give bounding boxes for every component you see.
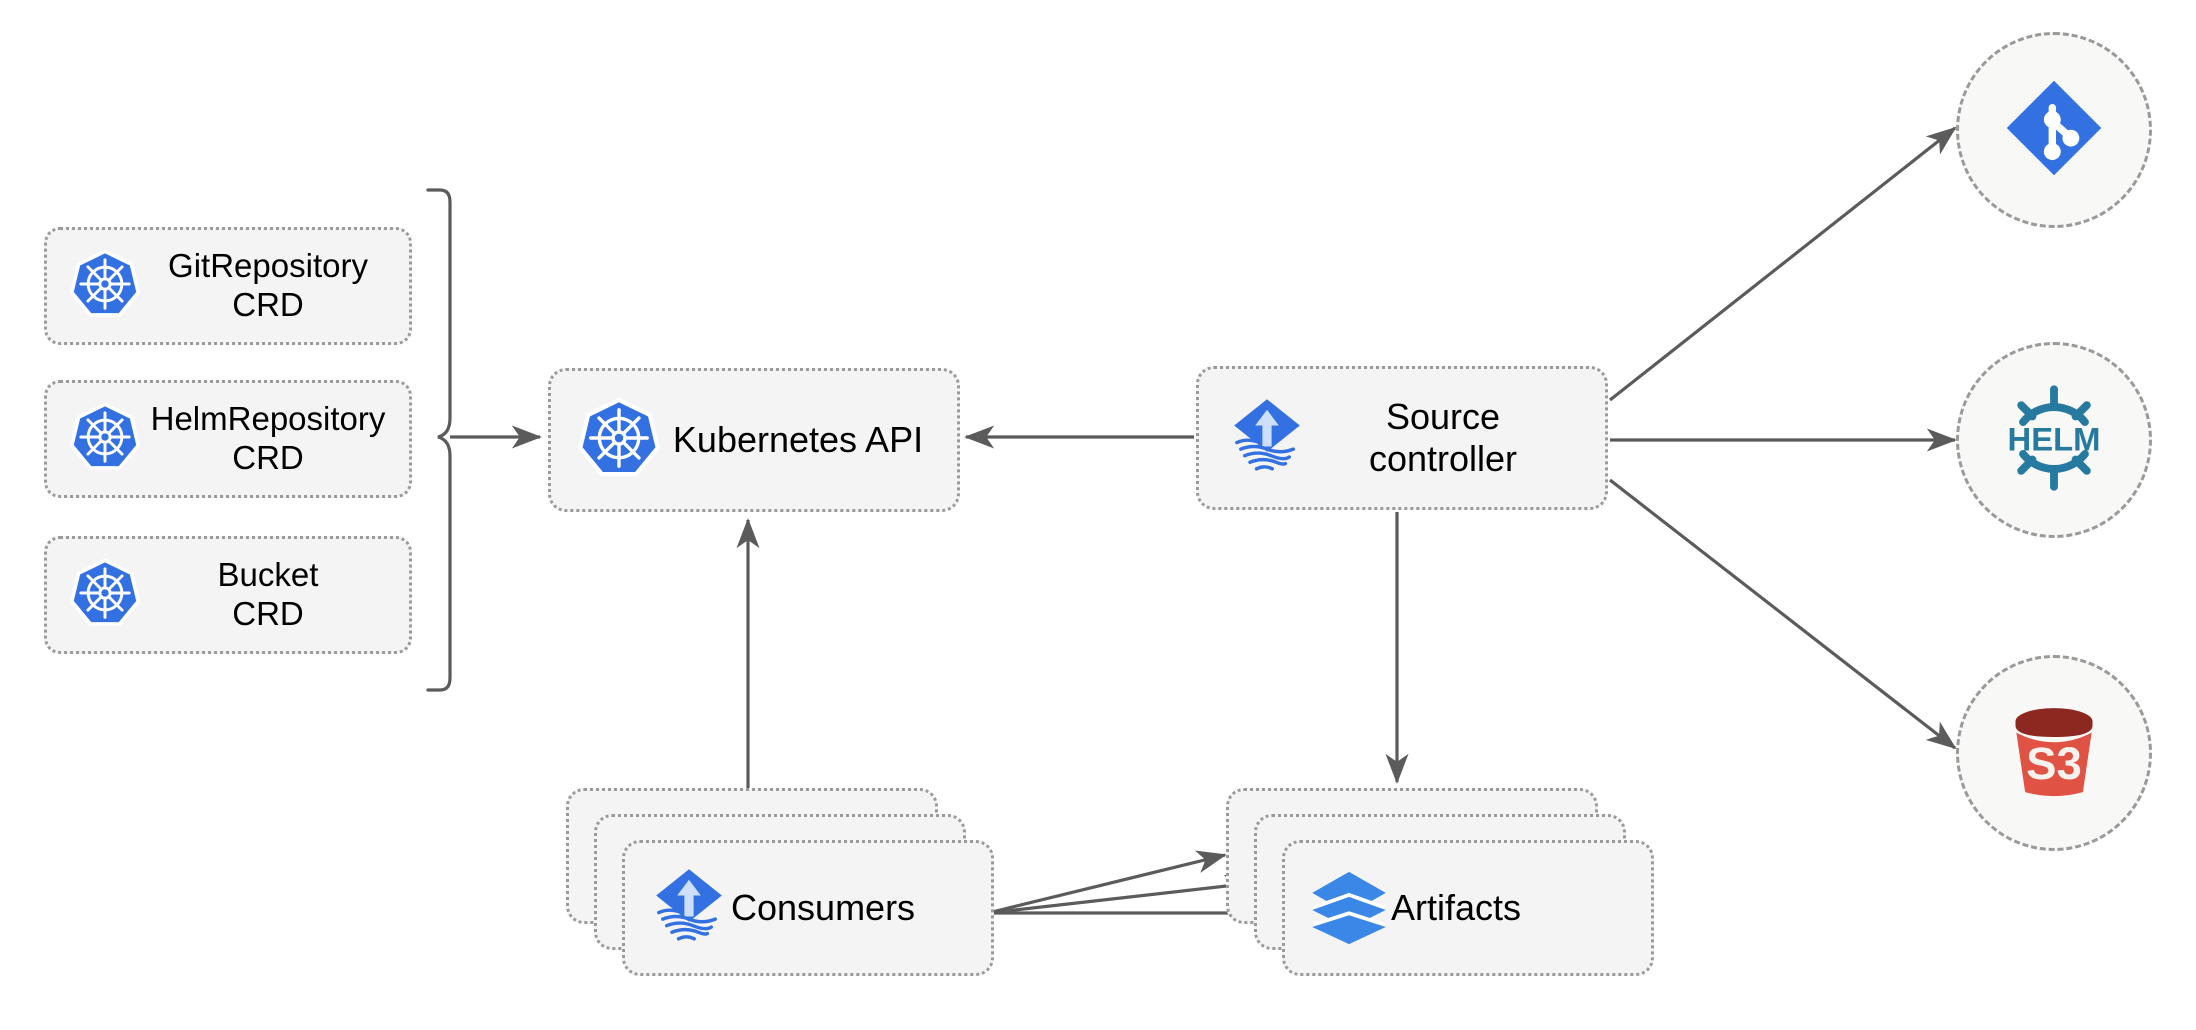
kubernetes-icon [577,396,661,485]
s3-icon: S3 [1998,695,2110,812]
node-label: Artifacts [1391,887,1522,928]
edge-consumers-to-artifacts-1 [987,850,1227,915]
edge-consumers-to-artifacts-2 [987,874,1255,915]
edge-controller-to-s3 [1609,478,1957,750]
artifacts-stack-sheet-front[interactable]: Artifacts [1282,840,1654,976]
node-label: Kubernetes API [672,418,924,460]
source-circle-git[interactable] [1956,32,2152,228]
kubernetes-icon [69,248,141,325]
kubernetes-icon [69,557,141,634]
source-circle-helm[interactable]: HELM [1956,342,2152,538]
crd-card-gitrepository[interactable]: GitRepository CRD [44,227,412,345]
layers-icon [1307,864,1391,953]
kubernetes-icon [69,401,141,478]
s3-label: S3 [2026,738,2082,789]
source-circle-s3[interactable]: S3 [1956,655,2152,851]
consumers-stack-sheet-front[interactable]: Consumers [622,840,994,976]
node-label: Consumers [731,887,916,928]
crd-label: GitRepository CRD [168,247,368,323]
crd-group-bracket [426,188,452,692]
node-kubernetes-api[interactable]: Kubernetes API [548,368,960,512]
flux-icon [1225,394,1309,483]
helm-icon: HELM [1994,378,2114,503]
node-label: Source controller [1368,395,1518,479]
crd-label: Bucket CRD [217,556,319,632]
git-icon [2000,74,2108,187]
flux-icon [647,864,731,953]
crd-card-bucket[interactable]: Bucket CRD [44,536,412,654]
edge-controller-to-git [1609,126,1957,402]
node-source-controller[interactable]: Source controller [1196,366,1608,510]
helm-label: HELM [2008,420,2101,457]
crd-card-helmrepository[interactable]: HelmRepository CRD [44,380,412,498]
crd-label: HelmRepository CRD [150,400,386,476]
